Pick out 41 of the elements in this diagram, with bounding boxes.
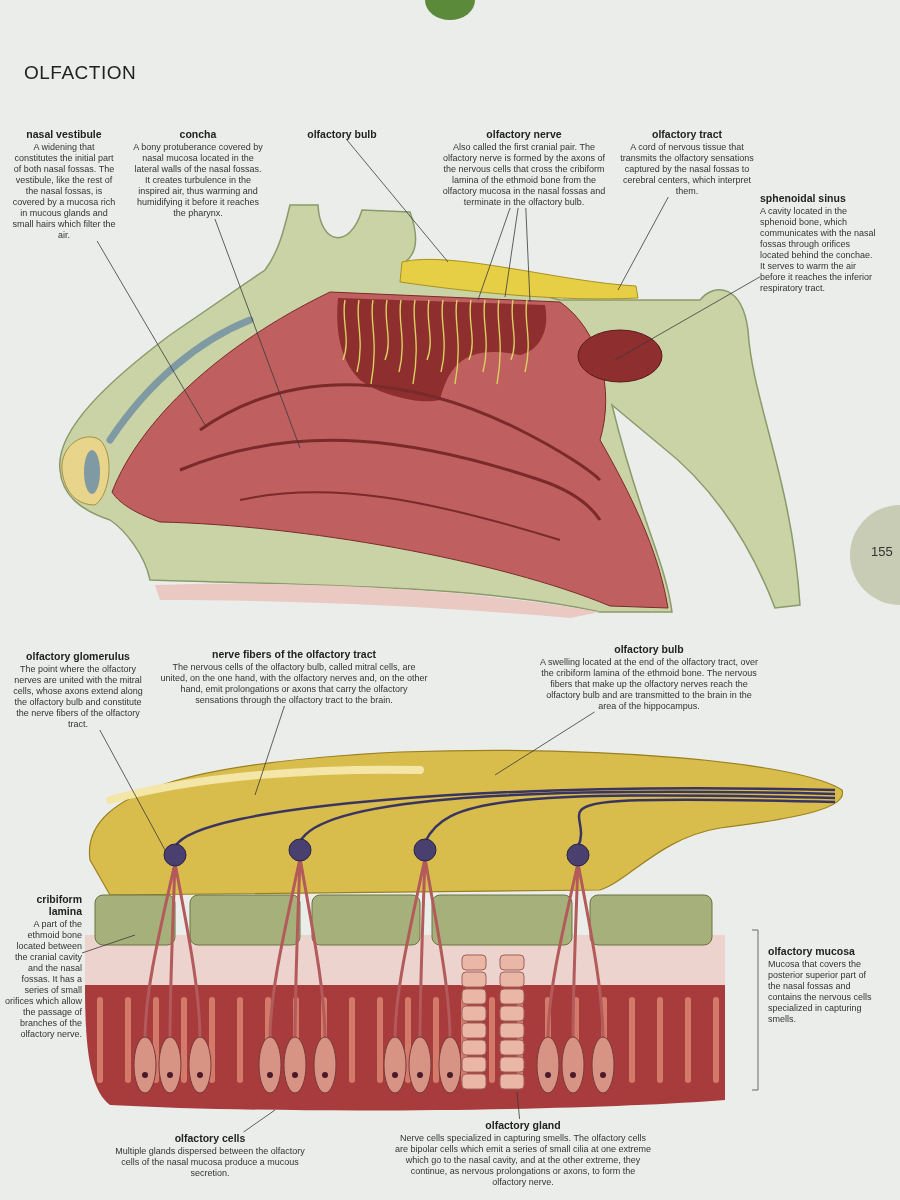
leader-line (243, 1109, 276, 1133)
leader-line (614, 276, 761, 361)
part-name: olfactory cells (173, 1132, 247, 1144)
part-description: Multiple glands dispersed between the olfactory cells of the nasal mucosa produce a mucous secretion. (114, 1146, 306, 1179)
part-name: olfactory glomerulus (25, 650, 131, 662)
part-name: olfactory tract (651, 128, 723, 140)
part-description: A part of the ethmoid bone located between the cranial cavity and the nasal fossas. It has a series of small orifices which allow the passage of branches of the olfactory nerve. (3, 919, 82, 1040)
part-name: cribiform lamina (35, 893, 82, 917)
part-name: olfactory mucosa (768, 945, 856, 957)
part-name: nerve fibers of the olfactory tract (211, 648, 377, 660)
leader-line (214, 218, 301, 449)
leader-line (99, 729, 166, 851)
part-description: The nervous cells of the olfactory bulb, called mitral cells, are united, on the one hand, with the olfactory nerves and, on the other hand, emit prolongations or axons that carry the olfactory sensations through the olfactory tract to the brain. (160, 662, 428, 706)
part-name: olfactory bulb (306, 128, 378, 140)
leader-line (617, 196, 669, 291)
part-description: Nerve cells specialized in capturing smells. The olfactory cells are bipolar cells which emit a series of small cilia at one extreme which go to the nasal cavity, and at the other extreme, they continue, as nervous prolongations or axons, to form the olfactory nerve. (394, 1133, 652, 1188)
leader-line (494, 711, 595, 776)
leader-line (516, 1091, 520, 1120)
part-description: Mucosa that covers the posterior superior part of the nasal fossas and contains the nervous cells specialized in capturing smells. (768, 959, 873, 1025)
leader-line (477, 207, 511, 301)
leader-line (346, 139, 449, 263)
leader-line (96, 240, 206, 426)
part-name: olfactory gland (484, 1119, 562, 1131)
part-name: nasal vestibule (25, 128, 103, 140)
part-name: sphenoidal sinus (760, 192, 847, 204)
part-description: A bony protuberance covered by nasal mucosa located in the lateral walls of the nasal fossas. It creates turbulence in the inspired air, thus warming and humidifying it before it reaches the pharynx. (132, 142, 264, 219)
leader-line (525, 207, 531, 303)
part-description: A cavity located in the sphenoid bone, which communicates with the nasal fossas through orifices located behind the conchae. It serves to warm the air before it reaches the inferior respiratory tract. (760, 206, 877, 294)
part-description: The point where the olfactory nerves are united with the mitral cells, whose axons extend along the olfactory bulb and constitute the nerve fibers of the olfactory tract. (12, 664, 144, 730)
page-title: OLFACTION (24, 62, 137, 84)
leader-line (254, 705, 285, 796)
part-description: A cord of nervous tissue that transmits the olfactory sensations captured by the nasal fossas to cerebral centers, which interpret them. (619, 142, 755, 197)
part-description: Also called the first cranial pair. The olfactory nerve is formed by the axons of the nervous cells that cross the cribiform lamina of the ethmoid bone from the olfactory mucosa in the nasal fossas and terminate in the olfactory bulb. (441, 142, 607, 208)
leader-line (81, 934, 136, 954)
part-name: concha (178, 128, 218, 140)
page-number: 155 (871, 544, 893, 559)
part-description: A swelling located at the end of the olfactory tract, over the cribiform lamina of the ethmoid bone. The nervous fibers that make up the olfactory nerves reach the olfactory bulb and are transmitted to the brain in the area of the hippocampus. (538, 657, 760, 712)
leader-line (504, 207, 519, 298)
part-name: olfactory bulb (613, 643, 685, 655)
part-description: A widening that constitutes the initial part of both nasal fossas. The vestibule, like the rest of the nasal fossas, is covered by a mucosa rich in mucous glands and small hairs which filter the air. (12, 142, 116, 241)
part-name: olfactory nerve (485, 128, 563, 140)
